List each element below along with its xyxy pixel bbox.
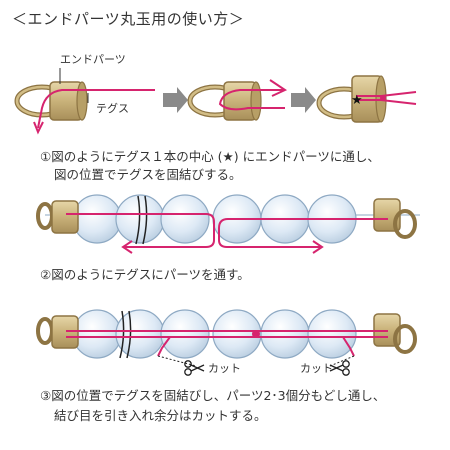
- cut-tail-left: [157, 336, 171, 357]
- bead: [72, 194, 122, 244]
- bead-row: [72, 309, 357, 359]
- cut-guide-right: [329, 355, 355, 367]
- tegusu-arrowhead-left: [121, 240, 133, 254]
- step2-instruction: ②図のようにテグスにパーツを通す。: [40, 267, 250, 282]
- scissors-icon: [329, 360, 350, 376]
- label-cut-left: カット: [208, 362, 241, 375]
- cut-guide-left: [157, 355, 197, 367]
- break-mark: [126, 310, 132, 359]
- break-mark: [119, 310, 125, 359]
- loop-ring: [393, 324, 417, 354]
- tegusu-line-left-return: [66, 213, 215, 248]
- scissors-icon: [184, 360, 205, 376]
- end-part-cap-face: [250, 81, 262, 121]
- step3-instruction-line2: 結び目を引き入れ余分はカットする。: [54, 408, 267, 423]
- tegusu-line: [37, 89, 155, 129]
- bead: [160, 194, 210, 244]
- bead: [160, 309, 210, 359]
- cut-tail-right: [342, 336, 355, 357]
- right-arrow-icon: [163, 87, 188, 113]
- step2-strand: [36, 194, 420, 254]
- loop-ring: [36, 202, 54, 230]
- star-icon: ★: [351, 93, 363, 108]
- tegusu-arrowhead-right: [312, 240, 324, 254]
- tegusu-arrowhead: [269, 79, 288, 97]
- break-mark: [142, 195, 148, 245]
- end-part-cap-face: [76, 81, 88, 121]
- knot-dot: [380, 95, 386, 101]
- bead: [72, 309, 122, 359]
- step1-figure-1: エンドパーツ テグス: [14, 53, 155, 135]
- loop-ring: [393, 209, 417, 239]
- knot-dot: [252, 330, 260, 338]
- step3-instruction-line1: ③図の位置でテグスを固結びし、パーツ2･3個分もどし通し、: [40, 388, 386, 403]
- bead: [307, 309, 357, 359]
- label-tegusu: テグス: [96, 101, 129, 115]
- tegusu-line: [218, 89, 285, 111]
- step1-instruction-line1: ①図のようにテグス１本の中心 (★) にエンドパーツに通し、: [40, 149, 380, 164]
- step1-instruction-line2: 図の位置でテグスを固結びする。: [54, 167, 242, 182]
- label-cut-right: カット: [300, 362, 333, 375]
- end-part-cap-left: [51, 200, 79, 234]
- bead: [260, 309, 310, 359]
- break-mark: [135, 195, 141, 245]
- label-end-parts: エンドパーツ: [60, 53, 126, 66]
- page-title: ＜エンドパーツ丸玉用の使い方＞: [12, 10, 245, 28]
- tegusu-line-right-return: [218, 218, 388, 248]
- loop-ring: [36, 317, 54, 345]
- step1-figure-3: ★: [316, 75, 417, 123]
- step3-strand: カット カット: [36, 309, 417, 376]
- tegusu-arrowhead: [33, 121, 44, 135]
- step1-figure-2: [187, 79, 288, 121]
- right-arrow-icon: [291, 87, 316, 113]
